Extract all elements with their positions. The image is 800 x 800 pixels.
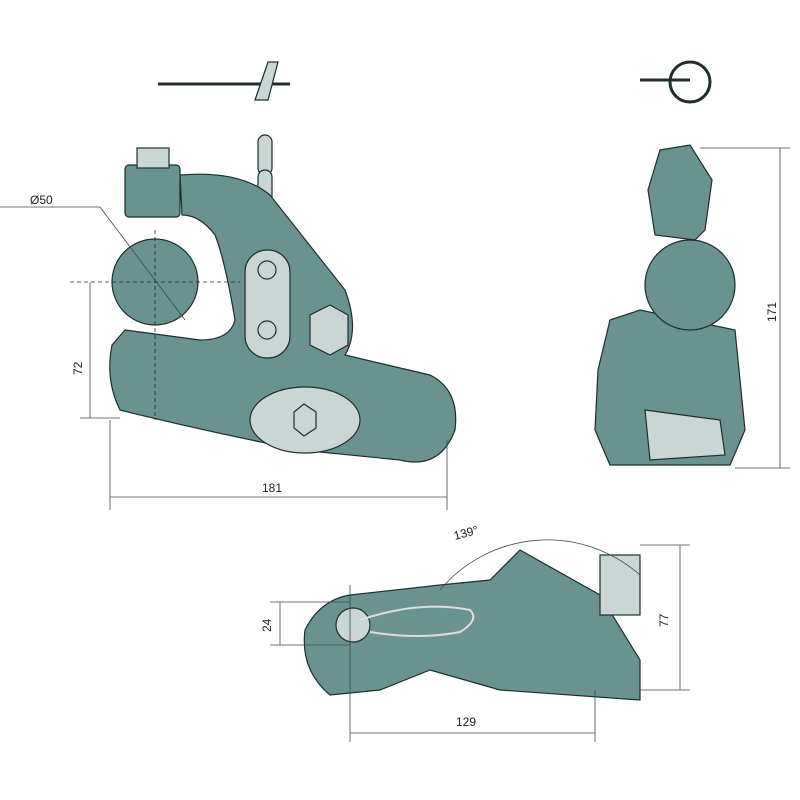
spring-clip [359, 605, 475, 637]
chain-link [257, 134, 273, 176]
hex-bolt [309, 304, 349, 356]
chain-link [254, 61, 279, 101]
top-shaft [599, 554, 641, 616]
side-nut-housing [647, 144, 713, 241]
top-pin-head [335, 607, 371, 643]
dim-length-front: 181 [262, 481, 282, 495]
side-ball [644, 239, 736, 331]
ring [668, 60, 712, 104]
link-plate [244, 249, 291, 359]
dim-height-side: 171 [765, 302, 779, 322]
dim-height-front: 72 [71, 361, 85, 375]
dim-length-top: 129 [456, 715, 476, 729]
dim-pin-offset: 24 [260, 618, 274, 632]
side-face [644, 409, 726, 461]
dim-angle-top: 139° [452, 523, 480, 543]
dim-height-top: 77 [657, 613, 671, 627]
hex-socket [293, 403, 317, 437]
front-view: Ø50 72 181 [0, 61, 457, 510]
nut [136, 147, 170, 169]
top-body [303, 549, 641, 701]
nut-housing [124, 164, 181, 218]
top-view: 139° 24 77 129 [260, 523, 690, 742]
side-view: 171 [594, 60, 790, 469]
dim-ball-diameter: Ø50 [30, 193, 53, 207]
